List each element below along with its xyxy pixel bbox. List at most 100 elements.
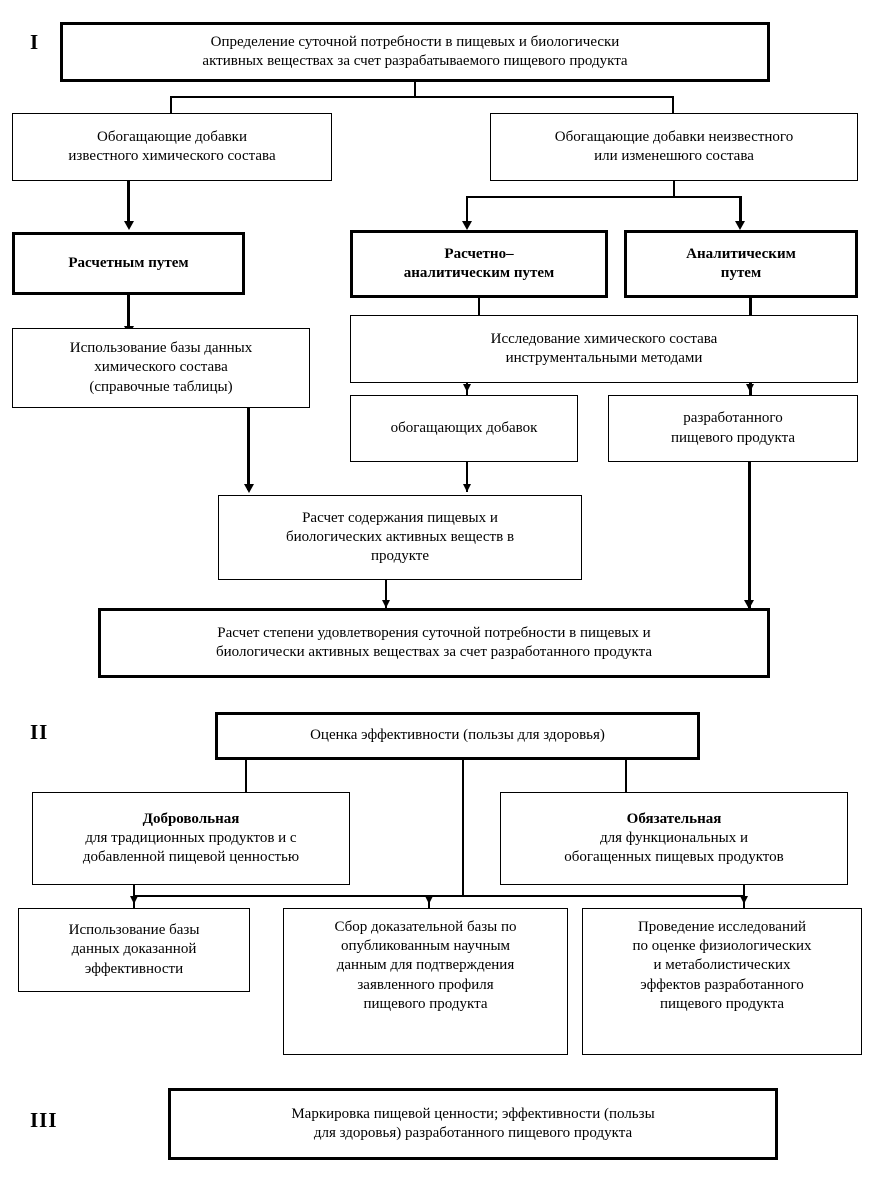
connector-v-n2-n4 — [127, 181, 130, 223]
arrowhead-bus-n18 — [740, 896, 748, 904]
node-developed-product-line1: разработанного — [683, 410, 783, 427]
arrowhead-n3-n6 — [735, 221, 745, 230]
arrowhead-n2-n4 — [124, 221, 134, 230]
node-voluntary-line3: добавленной пищевой ценностью — [82, 849, 300, 866]
node-content-calculation: Расчет содержания пищевых и биологически… — [218, 495, 582, 580]
connector-h-n1-split — [170, 96, 674, 98]
node-developed-product-line2: пищевого продукта — [671, 429, 795, 446]
node-instrumental-study: Исследование химического состава инструм… — [350, 315, 858, 383]
section-numeral-i: I — [30, 30, 40, 54]
arrowhead-n11-n12 — [382, 600, 390, 608]
node-daily-requirement-line2: активных веществах за счет разрабатываем… — [202, 53, 628, 69]
connector-v-n1-split — [414, 82, 416, 97]
node-evidence-collection-line3: данным для подтверждения — [336, 957, 515, 974]
node-unknown-additives-line1: Обогащающие добавки неизвестного — [554, 128, 794, 145]
arrowhead-n8-n10 — [746, 384, 754, 392]
connector-v-n3-split — [673, 181, 675, 198]
arrowhead-n3-n5 — [462, 221, 472, 230]
arrowhead-bus-n17 — [425, 896, 433, 904]
node-calc-analytical-method-line1: Расчетно– — [444, 245, 514, 262]
node-labeling-line1: Маркировка пищевой ценности; эффективнос… — [291, 1105, 655, 1122]
node-effectiveness-eval: Оценка эффективности (пользы для здоровь… — [215, 712, 700, 760]
node-satisfaction-degree: Расчет степени удовлетворения суточной п… — [98, 608, 770, 678]
node-evidence-collection: Сбор доказательной базы по опубликованны… — [283, 908, 568, 1055]
connector-h-n3-split — [466, 196, 741, 198]
arrowhead-bus-n16 — [130, 896, 138, 904]
node-calc-analytical-method-line2: аналитическим путем — [403, 265, 555, 281]
node-content-calculation-line1: Расчет содержания пищевых и — [302, 509, 498, 526]
node-evidence-collection-line5: пищевого продукта — [363, 995, 488, 1012]
connector-v-n13-row3 — [462, 760, 464, 895]
node-analytical-method-line1: Аналитическим — [686, 245, 796, 262]
node-satisfaction-degree-line2: биологически активных веществах за счет … — [216, 644, 652, 660]
node-evidence-collection-line4: заявленного профиля — [357, 976, 494, 993]
node-developed-product: разработанного пищевого продукта — [608, 395, 858, 462]
node-labeling: Маркировка пищевой ценности; эффективнос… — [168, 1088, 778, 1160]
node-evidence-collection-line1: Сбор доказательной базы по — [334, 919, 517, 935]
node-proven-database: Использование базы данных доказанной эфф… — [18, 908, 250, 992]
node-voluntary-line2: для традиционных продуктов и с — [85, 829, 297, 846]
node-calc-analytical-method: Расчетно– аналитическим путем — [350, 230, 608, 298]
node-labeling-line2: для здоровья) разработанного пищевого пр… — [313, 1125, 633, 1141]
connector-v-n14-bus — [133, 885, 135, 896]
arrowhead-n9-n11 — [463, 484, 471, 492]
node-database-use-line3: (справочные таблицы) — [89, 378, 233, 395]
node-unknown-additives-line2: или изменешюго состава — [594, 148, 754, 164]
node-mandatory-line2: для функциональных и — [599, 829, 748, 846]
node-content-calculation-line3: продукте — [370, 548, 430, 565]
node-proven-database-line3: эффективности — [84, 960, 184, 977]
connector-v-to-n3 — [672, 96, 674, 114]
node-research-conduct-line1: Проведение исследований — [637, 919, 807, 935]
connector-v-n4-n7 — [127, 295, 130, 338]
connector-v-n11-n12 — [385, 580, 387, 610]
node-enriching-additives-line1: обогащающих добавок — [390, 419, 538, 436]
arrowhead-n8-n9 — [463, 384, 471, 392]
node-research-conduct-line3: и метаболистических — [653, 957, 791, 974]
node-analytical-method: Аналитическим путем — [624, 230, 858, 298]
connector-v-n7-n11 — [247, 408, 250, 490]
node-evidence-collection-line2: опубликованным научным — [340, 938, 511, 955]
arrowhead-n7-n11 — [244, 484, 254, 493]
connector-v-n5-n8 — [478, 298, 480, 316]
node-calculation-method-line1: Расчетным путем — [68, 254, 189, 271]
arrowhead-n10-n12 — [744, 600, 754, 609]
node-known-additives: Обогащающие добавки известного химическо… — [12, 113, 332, 181]
node-mandatory: Обязательная для функциональных и обогащ… — [500, 792, 848, 885]
node-database-use-line1: Использование базы данных — [69, 340, 253, 357]
connector-v-n9-n11 — [466, 462, 468, 492]
node-database-use: Использование базы данных химического со… — [12, 328, 310, 408]
connector-v-to-n6 — [739, 196, 742, 224]
connector-v-to-n5 — [466, 196, 468, 224]
node-calculation-method: Расчетным путем — [12, 232, 245, 295]
node-voluntary-line1: Добровольная — [142, 810, 240, 827]
node-proven-database-line1: Использование базы — [68, 922, 200, 939]
connector-v-n10-n12 — [748, 462, 751, 610]
connector-v-n13-n14 — [245, 760, 247, 792]
node-daily-requirement: Определение суточной потребности в пищев… — [60, 22, 770, 82]
node-instrumental-study-line2: инструментальными методами — [505, 350, 703, 366]
node-voluntary: Добровольная для традиционных продуктов … — [32, 792, 350, 885]
node-enriching-additives: обогащающих добавок — [350, 395, 578, 462]
connector-v-n13-n15 — [625, 760, 627, 792]
node-research-conduct-line5: пищевого продукта — [660, 995, 784, 1012]
node-satisfaction-degree-line1: Расчет степени удовлетворения суточной п… — [217, 624, 651, 641]
node-known-additives-line2: известного химического состава — [68, 148, 276, 164]
node-research-conduct-line4: эффектов разработанного — [640, 976, 804, 993]
section-numeral-iii: III — [30, 1108, 58, 1132]
node-known-additives-line1: Обогащающие добавки — [97, 128, 247, 145]
node-unknown-additives: Обогащающие добавки неизвестного или изм… — [490, 113, 858, 181]
node-daily-requirement-line1: Определение суточной потребности в пищев… — [210, 33, 620, 50]
connector-h-row3-bus — [133, 895, 745, 897]
node-database-use-line2: химического состава — [94, 359, 228, 376]
node-analytical-method-line2: путем — [720, 265, 762, 281]
node-mandatory-line3: обогащенных пищевых продуктов — [564, 849, 784, 866]
node-mandatory-line1: Обязательная — [626, 810, 722, 827]
node-instrumental-study-line1: Исследование химического состава — [490, 330, 718, 347]
connector-v-to-n2 — [170, 96, 172, 114]
node-effectiveness-eval-line1: Оценка эффективности (пользы для здоровь… — [310, 727, 605, 744]
node-proven-database-line2: данных доказанной — [71, 941, 197, 958]
connector-v-n6-n8 — [749, 298, 752, 316]
node-content-calculation-line2: биологических активных веществ в — [285, 528, 515, 545]
node-research-conduct-line2: по оценке физиологических — [632, 938, 812, 955]
